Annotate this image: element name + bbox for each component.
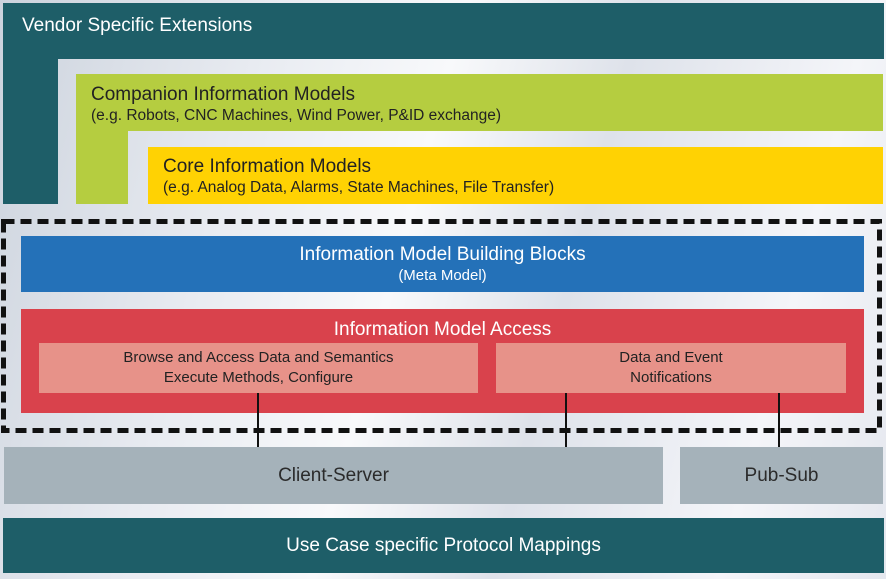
building-blocks-title: Information Model Building Blocks (299, 244, 586, 265)
companion-models-text: Companion Information Models (e.g. Robot… (91, 84, 501, 126)
protocol-mappings-bar: Use Case specific Protocol Mappings (3, 518, 884, 573)
data-event-line2: Notifications (630, 369, 712, 386)
client-server-label: Client-Server (278, 464, 389, 486)
pub-sub-bar: Pub-Sub (680, 447, 883, 504)
companion-models-title: Companion Information Models (91, 84, 356, 105)
vendor-extensions-title: Vendor Specific Extensions (22, 15, 253, 36)
spec-boundary-dashed-border (1, 219, 882, 433)
building-blocks-subtitle: (Meta Model) (398, 267, 487, 284)
browse-access-box: Browse and Access Data and Semantics Exe… (39, 343, 478, 393)
connector-browse-to-client-server (257, 393, 259, 447)
connector-notifications-to-client-server (565, 393, 567, 447)
pub-sub-label: Pub-Sub (744, 464, 819, 486)
building-blocks-bar: Information Model Building Blocks (Meta … (21, 236, 864, 292)
browse-access-line2: Execute Methods, Configure (163, 369, 354, 386)
core-models-layer (148, 147, 883, 204)
core-models-title: Core Information Models (163, 156, 372, 177)
vendor-extensions-layer-side (3, 3, 58, 204)
companion-models-subtitle: (e.g. Robots, CNC Machines, Wind Power, … (91, 107, 502, 124)
client-server-bar: Client-Server (4, 447, 663, 504)
model-access-bar: Information Model Access Browse and Acce… (21, 309, 864, 413)
core-models-subtitle: (e.g. Analog Data, Alarms, State Machine… (163, 179, 555, 196)
protocol-mappings-title: Use Case specific Protocol Mappings (286, 534, 601, 556)
core-models-text: Core Information Models (e.g. Analog Dat… (163, 156, 554, 198)
connector-notifications-to-pub-sub (778, 393, 780, 447)
data-event-box: Data and Event Notifications (496, 343, 846, 393)
data-event-line1: Data and Event (619, 349, 723, 366)
companion-models-layer (76, 74, 883, 131)
browse-access-line1: Browse and Access Data and Semantics (123, 349, 394, 366)
companion-models-layer-side (76, 74, 128, 204)
model-access-title: Information Model Access (333, 319, 552, 340)
vendor-extensions-layer (3, 3, 884, 59)
